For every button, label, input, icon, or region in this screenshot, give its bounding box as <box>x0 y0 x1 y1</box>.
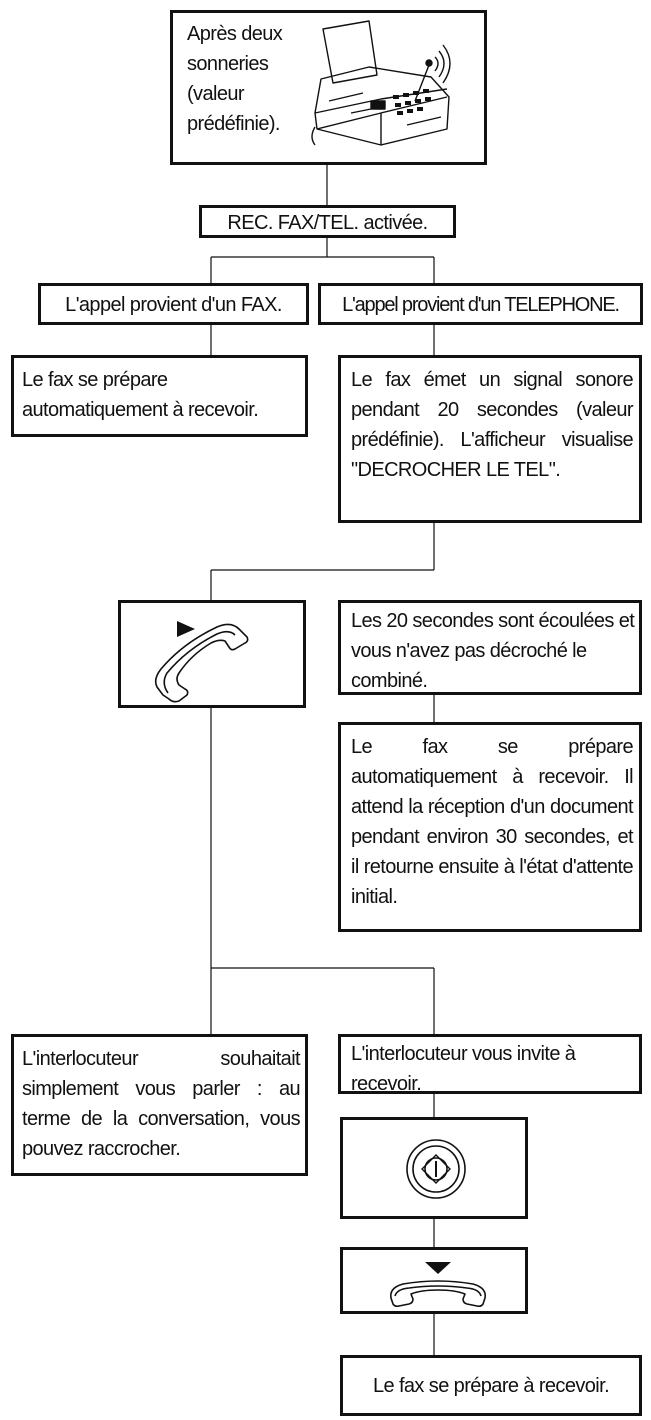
fax-machine-icon <box>311 20 451 146</box>
fax-branch-box: L'appel provient d'un FAX. <box>38 283 309 325</box>
tel-branch-label: L'appel provient d'un TELEPHONE. <box>342 294 620 316</box>
tel-result-box: Le fax émet un signal sonore pendant 20 … <box>338 355 642 523</box>
start-button-box <box>340 1117 528 1219</box>
start-button-icon <box>406 1139 466 1199</box>
timeout-text: Les 20 secondes sont écoulées et vous n'… <box>351 610 635 692</box>
timeout-result-box: Le fax se prépare automatiquement à rece… <box>338 722 642 932</box>
start-text: Après deux sonneries (valeur prédéfinie)… <box>187 23 283 135</box>
final-box: Le fax se prépare à recevoir. <box>340 1355 642 1416</box>
pickup-box <box>118 600 306 708</box>
mode-box: REC. FAX/TEL. activée. <box>199 205 456 238</box>
handset-lift-icon <box>154 621 249 703</box>
invite-box: L'interlocuteur vous invite à recevoir. <box>338 1034 642 1095</box>
start-box: Après deux sonneries (valeur prédéfinie)… <box>170 10 487 165</box>
tel-result-text: Le fax émet un signal sonore pendant 20 … <box>351 369 634 481</box>
timeout-result-text: Le fax se prépare automatiquement à rece… <box>351 736 634 908</box>
mode-text: REC. FAX/TEL. activée. <box>227 212 428 234</box>
fax-result-text: Le fax se prépare automatiquement à rece… <box>22 369 259 421</box>
hangup-box <box>340 1247 528 1314</box>
invite-text: L'interlocuteur vous invite à recevoir. <box>351 1043 576 1095</box>
timeout-box: Les 20 secondes sont écoulées et vous n'… <box>338 600 642 695</box>
final-text: Le fax se prépare à recevoir. <box>372 1375 610 1397</box>
tel-branch-box: L'appel provient d'un TELEPHONE. <box>318 283 643 325</box>
talk-box: L'interlocuteur souhaitait simplement vo… <box>11 1034 308 1176</box>
talk-text: L'interlocuteur souhaitait simplement vo… <box>22 1048 301 1160</box>
fax-result-box: Le fax se prépare automatiquement à rece… <box>11 355 308 437</box>
handset-down-icon <box>389 1262 487 1308</box>
fax-branch-label: L'appel provient d'un FAX. <box>65 294 282 316</box>
